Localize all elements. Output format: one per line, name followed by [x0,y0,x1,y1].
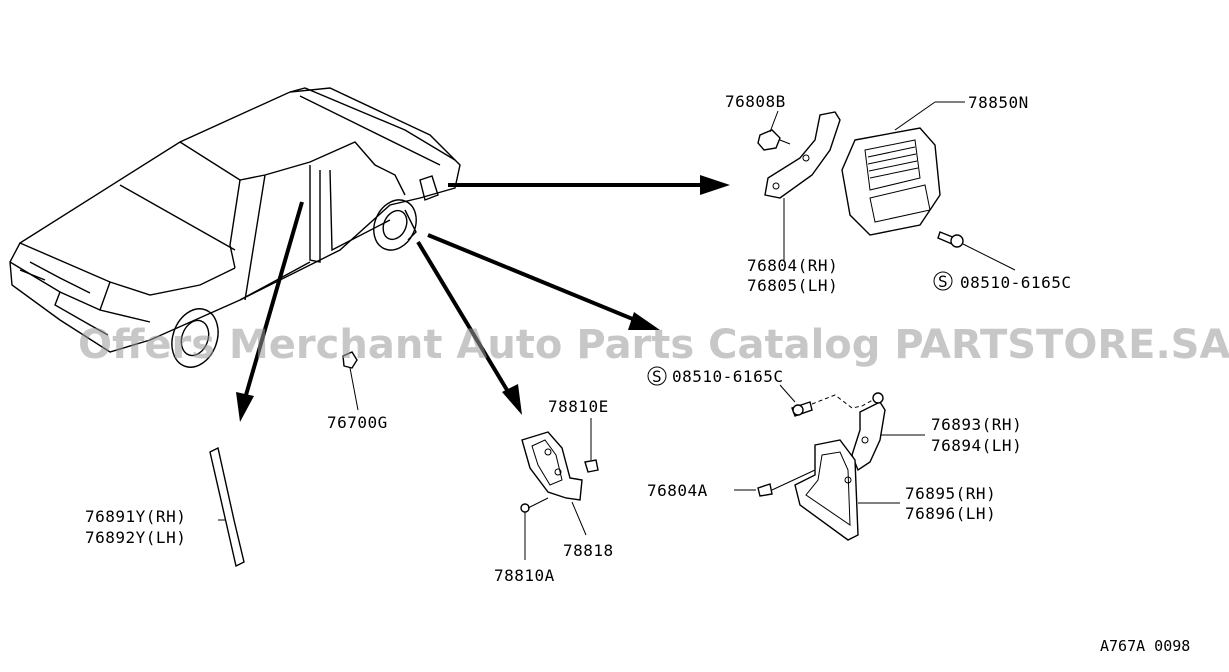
watermark-text: Offers Merchant Auto Parts Catalog PARTS… [78,322,1229,368]
label-78850n: 78850N [968,93,1029,112]
callout-arrows [236,175,730,422]
label-76894-lh: 76894(LH) [931,436,1022,455]
mud-flap-group [734,384,925,541]
label-76700g: 76700G [327,413,388,432]
label-76893-rh: 76893(RH) [931,415,1022,434]
label-78810a: 78810A [494,566,555,585]
screw-symbol-mid: S [652,367,662,386]
mud-flap-bracket-group [757,101,1016,291]
part-labels: 76808B 78850N 76804(RH) 76805(LH) S 0851… [85,92,1190,655]
screw-symbol-top: S [938,272,948,291]
label-76808b: 76808B [725,92,786,111]
label-76804-rh: 76804(RH) [747,256,838,275]
label-08510-mid: 08510-6165C [672,367,783,386]
label-76892y-lh: 76892Y(LH) [85,528,186,547]
label-08510-top: 08510-6165C [960,273,1071,292]
label-76895-rh: 76895(RH) [905,484,996,503]
label-78818: 78818 [563,541,614,560]
label-76804a: 76804A [647,481,708,500]
clip-76700g [342,351,359,411]
car-illustration [9,87,461,368]
bracket-78818-group [520,418,599,560]
label-76891y-rh: 76891Y(RH) [85,507,186,526]
label-76805-lh: 76805(LH) [747,276,838,295]
pillar-molding-group [209,446,245,568]
diagram-code: A767A 0098 [1100,637,1190,655]
label-78810e: 78810E [548,397,609,416]
label-76896-lh: 76896(LH) [905,504,996,523]
